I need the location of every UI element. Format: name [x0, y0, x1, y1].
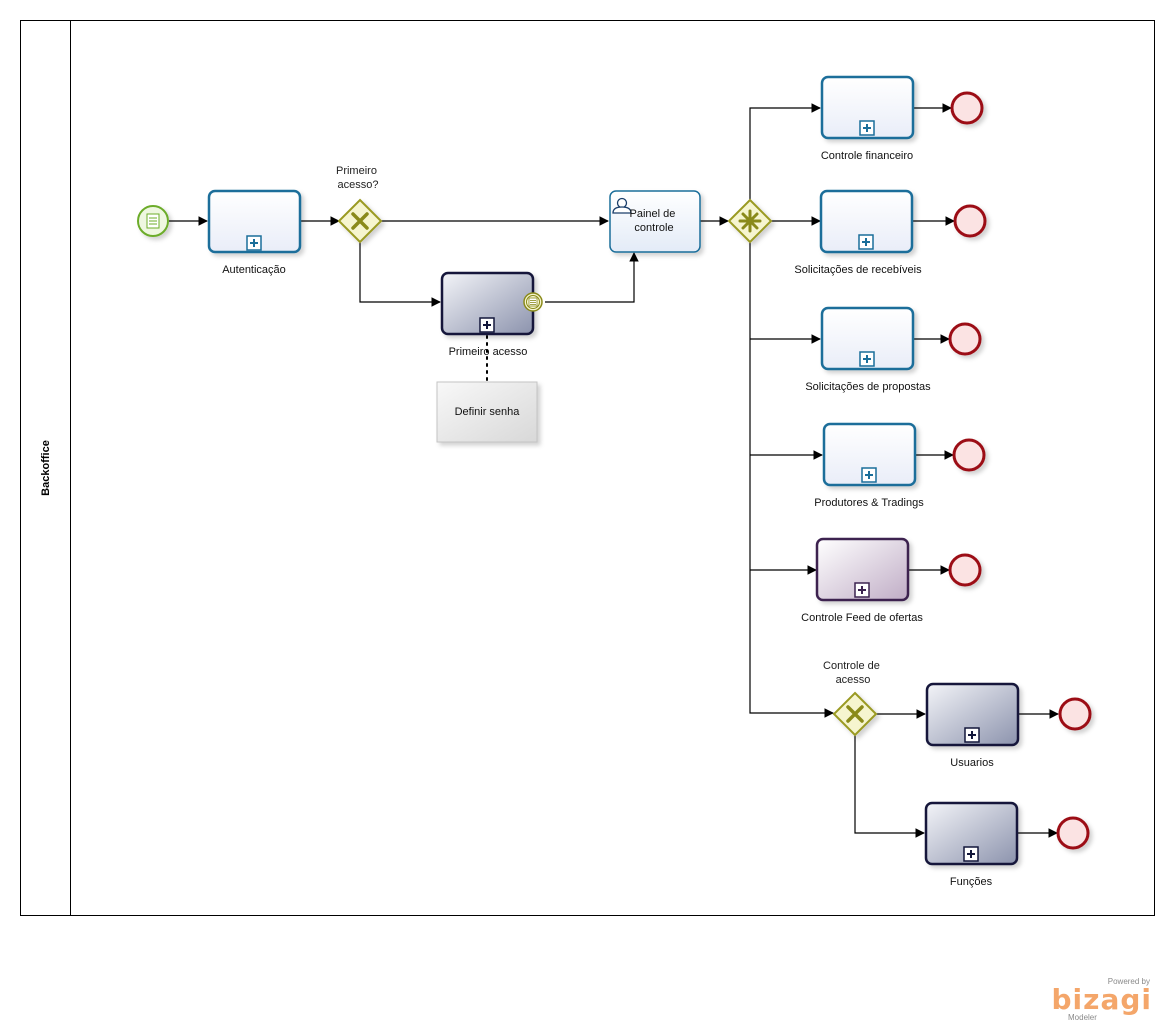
gateway-label: Controle de acesso: [823, 660, 883, 686]
subprocess-marker-icon: [861, 467, 877, 483]
end-event[interactable]: [1056, 816, 1090, 850]
task-label: Usuarios: [950, 757, 994, 769]
flow-parallel-trunk: [749, 242, 834, 718]
end-event[interactable]: [1058, 697, 1092, 731]
end-event[interactable]: [953, 204, 987, 238]
subprocess-marker-icon: [246, 235, 262, 251]
pool-label: Backoffice: [40, 440, 52, 496]
flow-parallel-to-financeiro: [749, 103, 821, 200]
gateway-controle-acesso[interactable]: Controle de acesso: [823, 660, 883, 737]
pool: Backoffice: [20, 20, 1155, 916]
bizagi-watermark: Powered by bizagi Modeler: [1052, 977, 1152, 1022]
watermark-brand: bizagi: [1052, 983, 1152, 1016]
subprocess-marker-icon: [854, 582, 870, 598]
subprocess-marker-icon: [964, 727, 980, 743]
sequence-flows: [169, 103, 1059, 838]
task-controle-financeiro[interactable]: Controle financeiro: [820, 75, 915, 162]
flow-controle-to-funcoes: [854, 735, 925, 838]
task-label: Painel de controle: [630, 208, 679, 234]
task-label: Solicitações de propostas: [805, 381, 931, 393]
start-event[interactable]: [137, 205, 169, 237]
flow-primeiro-acesso-to-painel: [545, 252, 639, 303]
boundary-message-event-icon: [523, 292, 543, 312]
flow-gateway-to-primeiro-acesso: [359, 242, 441, 307]
task-label: Primeiro acesso: [449, 346, 528, 358]
message-icon: [146, 213, 160, 229]
task-solicitacoes-recebiveis[interactable]: Solicitações de recebíveis: [794, 189, 922, 276]
end-event[interactable]: [948, 553, 982, 587]
watermark-powered-by: Powered by: [1108, 977, 1150, 986]
annotation-label: Definir senha: [455, 406, 521, 418]
task-label: Controle financeiro: [821, 150, 913, 162]
subprocess-marker-icon: [859, 120, 875, 136]
end-events: [948, 91, 1092, 850]
task-primeiro-acesso[interactable]: Primeiro acesso: [440, 271, 543, 358]
task-funcoes[interactable]: Funções: [924, 801, 1019, 888]
exclusive-x-icon: [351, 212, 369, 230]
task-label: Funções: [950, 876, 993, 888]
task-produtores-tradings[interactable]: Produtores & Tradings: [814, 422, 924, 509]
task-usuarios[interactable]: Usuarios: [925, 682, 1020, 769]
end-event[interactable]: [950, 91, 984, 125]
user-icon: [612, 197, 632, 214]
task-label: Solicitações de recebíveis: [794, 264, 922, 276]
gateway-complex[interactable]: [727, 198, 773, 244]
task-autenticacao[interactable]: Autenticação: [207, 189, 302, 276]
task-painel-de-controle[interactable]: Painel de controle: [609, 190, 701, 253]
task-label: Produtores & Tradings: [814, 497, 924, 509]
task-solicitacoes-propostas[interactable]: Solicitações de propostas: [805, 306, 931, 393]
task-label: Controle Feed de ofertas: [801, 612, 923, 624]
gateway-label: Primeiro acesso?: [336, 165, 380, 191]
exclusive-x-icon: [846, 705, 864, 723]
subprocess-marker-icon: [479, 317, 495, 333]
gateway-primeiro-acesso[interactable]: Primeiro acesso?: [336, 165, 383, 244]
end-event[interactable]: [952, 438, 986, 472]
subprocess-marker-icon: [858, 234, 874, 250]
end-event[interactable]: [948, 322, 982, 356]
task-controle-feed-ofertas[interactable]: Controle Feed de ofertas: [801, 537, 923, 624]
subprocess-marker-icon: [963, 846, 979, 862]
asterisk-icon: [738, 209, 762, 233]
annotation-definir-senha[interactable]: Definir senha: [436, 381, 538, 443]
task-label: Autenticação: [222, 264, 286, 276]
watermark-modeler: Modeler: [1068, 1013, 1097, 1022]
subprocess-marker-icon: [859, 351, 875, 367]
